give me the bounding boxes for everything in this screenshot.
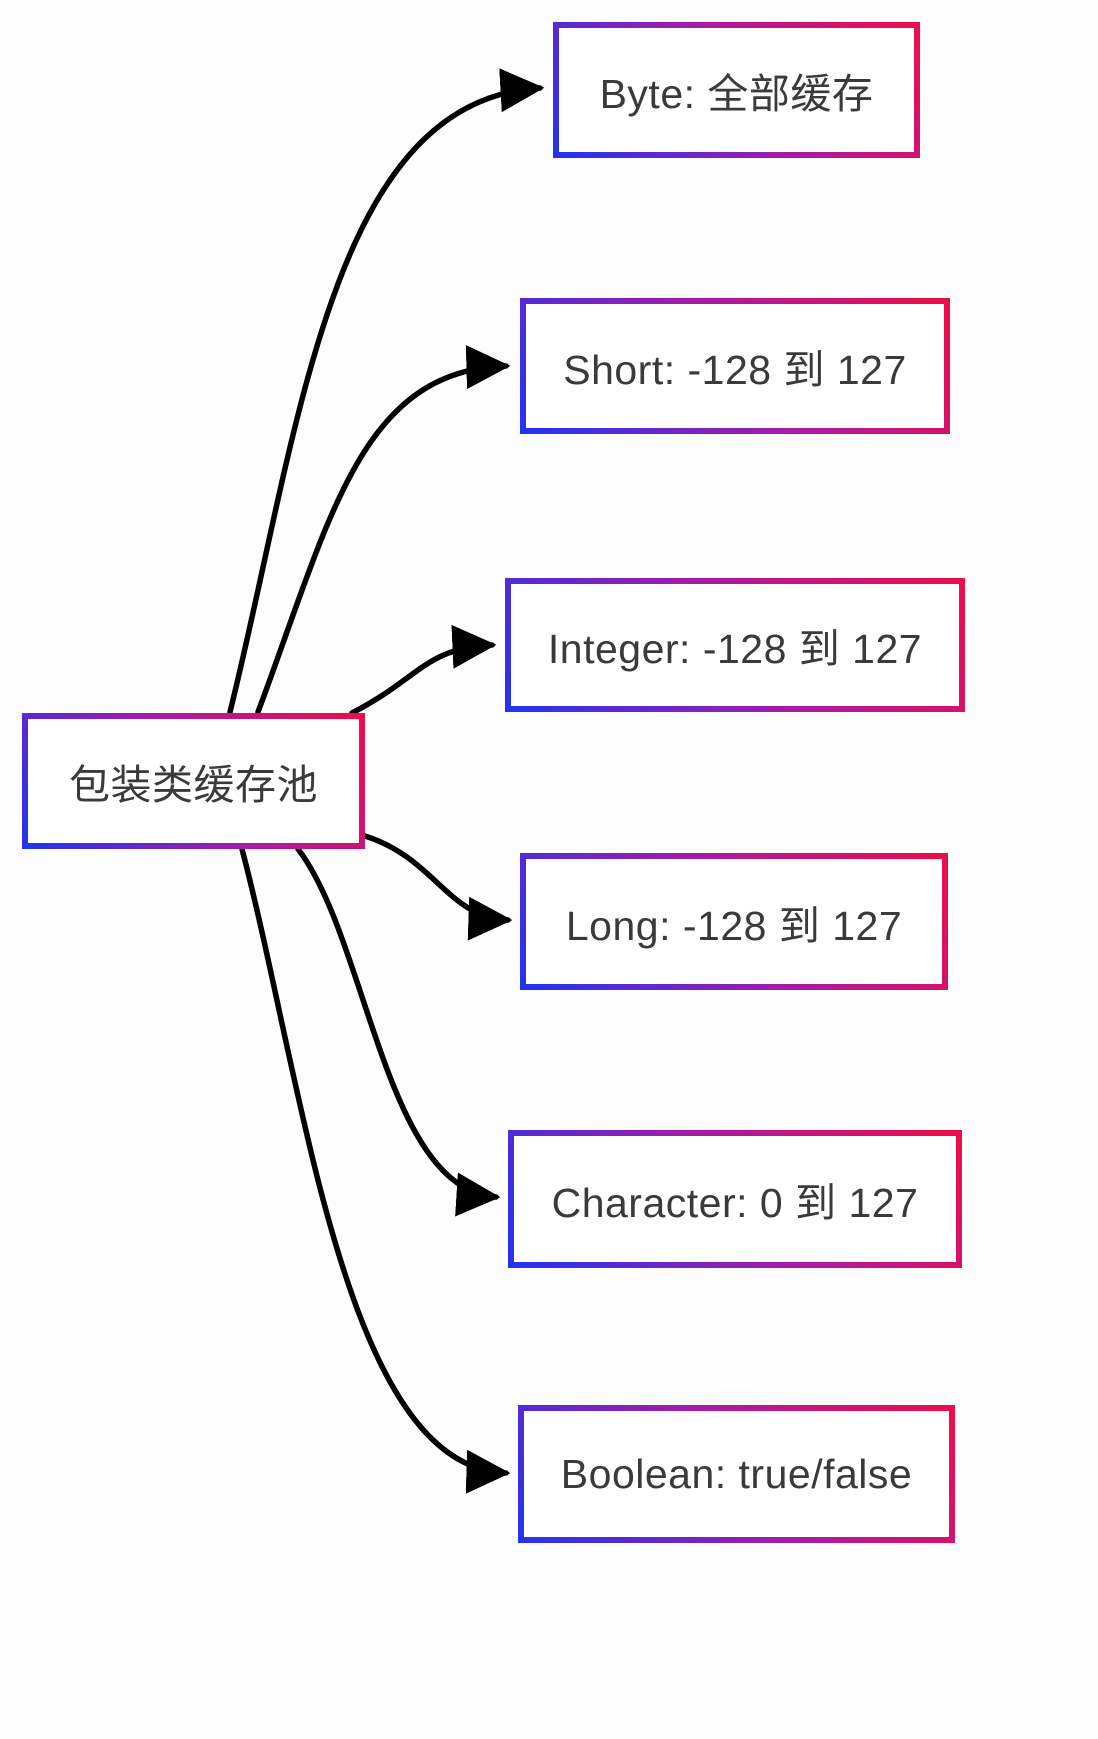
node-long: Long: -128 到 127: [520, 853, 948, 990]
node-character-label: Character: 0 到 127: [551, 1180, 919, 1226]
edge-root-to-long: [362, 833, 513, 941]
node-character: Character: 0 到 127: [508, 1130, 962, 1268]
node-short-label: Short: -128 到 127: [563, 347, 907, 393]
node-root: 包装类缓存池: [22, 713, 365, 849]
node-long-label: Long: -128 到 127: [565, 902, 903, 949]
node-boolean: Boolean: true/false: [518, 1405, 955, 1543]
node-root-label: 包装类缓存池: [69, 762, 318, 808]
edge-root-to-byte: [227, 68, 545, 715]
node-integer-label: Integer: -128 到 127: [547, 626, 923, 672]
edge-root-to-short: [255, 345, 511, 715]
edge-root-to-integer: [349, 624, 497, 716]
node-byte: Byte: 全部缓存: [553, 22, 920, 158]
node-short: Short: -128 到 127: [520, 298, 950, 434]
node-integer: Integer: -128 到 127: [505, 578, 965, 712]
node-byte-label: Byte: 全部缓存: [599, 71, 874, 117]
edge-root-to-character: [295, 846, 501, 1217]
node-boolean-label: Boolean: true/false: [560, 1450, 913, 1497]
edge-root-to-boolean: [239, 846, 511, 1494]
